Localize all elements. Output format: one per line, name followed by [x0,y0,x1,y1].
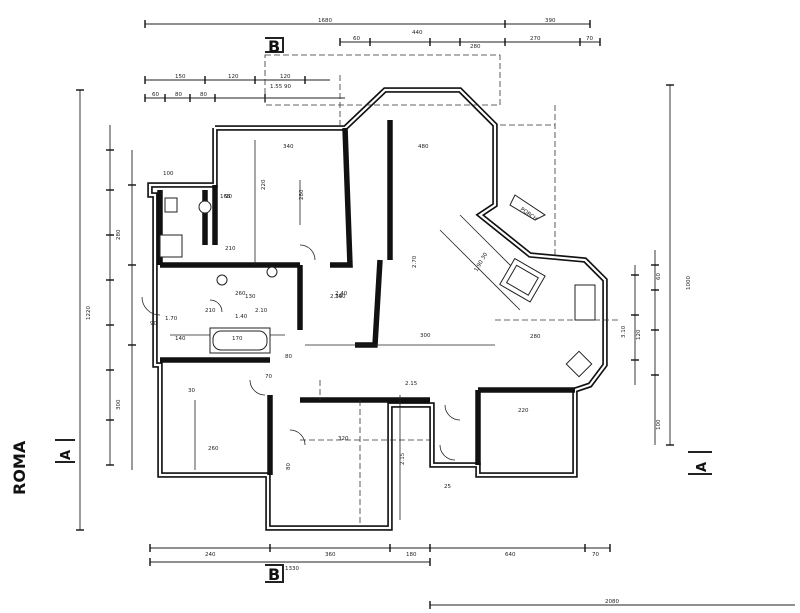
room-label: 480 [418,144,429,150]
dim-top-row4-1: 80 [175,92,182,98]
fireplace-inner-icon [505,264,539,296]
kitchen-sink-icon [574,284,596,321]
room-label: 1.90 30 [474,251,490,273]
dim-top-total: 1680 [318,18,332,24]
room-label: 2.15 [400,452,406,465]
door-swing [141,296,161,316]
room-label: 300 [116,399,122,410]
dim-top-row4-0: 60 [152,92,159,98]
room-label: 320 [338,436,349,442]
dim-bottom-0: 240 [205,552,216,558]
room-label: 260 [235,291,246,297]
dim-top-right: 390 [545,18,556,24]
room-label: 165 [220,194,231,200]
doors [141,244,461,461]
section-mark-left: A [59,450,74,460]
toilet-2-icon [216,274,228,286]
dim-top-row2-1: 440 [412,30,423,36]
detail-lines [170,54,620,525]
bathtub-inner-icon [212,330,268,351]
dim-top-row2-4: 70 [586,36,593,42]
dimension-lines-left: 1220 [76,89,136,531]
dim-top-row4-2: 80 [200,92,207,98]
room-label: 90 [225,194,232,200]
dim-bottom-3: 640 [505,552,516,558]
room-label: 1.70 [165,316,178,322]
room-label: 120 [636,329,642,340]
room-label: 340 [283,144,294,150]
stove-icon [565,350,593,378]
dim-bottom-total: 1330 [285,566,299,572]
basin-icon [266,266,278,278]
dimension-lines-right: 1000 [631,84,692,446]
room-label: 30 [188,388,195,394]
dim-bottom-4: 70 [592,552,599,558]
walls [147,87,608,531]
room-label: 280 [299,189,305,200]
dim-top-row3-0: 150 [175,74,186,80]
room-label: 220 [518,408,529,414]
dim-top-row2-0: 60 [353,36,360,42]
room-label: 2.70 [412,255,418,268]
room-label: 170 [232,336,243,342]
room-label: 220 [261,179,267,190]
room-label: 240 [335,294,346,300]
room-label: 2.30 [330,294,343,300]
dimension-lines-bottom: 240 360 180 640 70 1330 2080 [149,544,795,609]
section-mark-top: B [268,37,280,56]
door-swing [444,404,461,421]
room-label: 1.40 [235,314,248,320]
dim-bottom-2: 180 [406,552,417,558]
section-mark-right: A [695,462,710,472]
room-label: 100 [656,419,662,430]
dim-bottom-1: 360 [325,552,336,558]
dim-top-row2-2: 270 [530,36,541,42]
door-swing [289,429,306,446]
dim-right-total: 1000 [686,276,692,290]
dim-top-row3-1: 120 [228,74,239,80]
door-swing [439,444,456,461]
room-label: 25 [444,484,451,490]
room-label: 2.10 [255,308,268,314]
room-label: 2.40 [335,291,348,297]
room-label: 80 [286,463,292,470]
fixtures: PORCH [159,194,596,378]
room-label: 90 [150,321,157,327]
room-label: 300 [420,333,431,339]
dim-top-row4-3: 1.55 90 [270,84,291,90]
shower-icon [159,234,183,258]
room-label: 210 [205,308,216,314]
section-mark-bottom: B [268,565,280,584]
room-label: 280 [116,229,122,240]
side-text: ROMA [10,440,29,495]
toilet-icon [198,200,212,214]
dimension-lines-top: 1680 390 60 440 270 280 70 150 120 120 6… [144,18,601,102]
room-label: 280 [530,334,541,340]
dim-bottom-far: 2080 [605,599,619,605]
dim-top-row3-2: 120 [280,74,291,80]
porch-stamp-icon [509,194,546,221]
room-label: 260 [208,446,219,452]
room-label: 60 [656,273,662,280]
door-swing [299,244,316,261]
room-label: 210 [225,246,236,252]
room-labels: 340 260 480 90 210 220 130 240 140 170 2… [116,144,662,490]
room-label: 2.15 [405,381,418,387]
door-swing [249,379,266,396]
dim-left-total: 1220 [86,306,92,320]
dim-top-row2-3: 280 [470,44,481,50]
sink-icon [164,197,178,213]
door-swing [209,299,223,313]
section-markers: B B A A [55,37,712,584]
room-label: 80 [285,354,292,360]
room-label: 3.10 [621,325,627,338]
room-label: 100 [163,171,174,177]
room-label: 70 [265,374,272,380]
room-label: 130 [245,294,256,300]
room-label: 140 [175,336,186,342]
